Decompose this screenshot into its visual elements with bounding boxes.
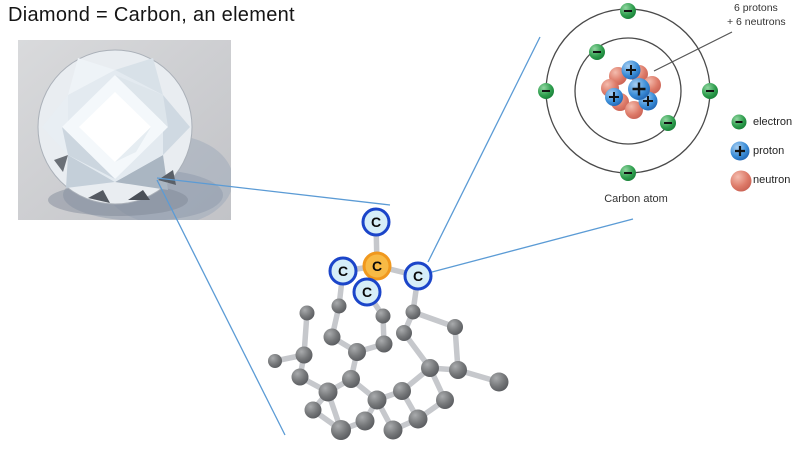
carbon-sphere — [447, 319, 463, 335]
svg-text:C: C — [362, 284, 372, 300]
svg-text:C: C — [372, 258, 382, 274]
carbon-sphere — [421, 359, 439, 377]
carbon-sphere — [489, 372, 509, 392]
carbon-sphere — [375, 335, 393, 353]
carbon-sphere — [396, 325, 412, 341]
carbon-sphere — [318, 382, 338, 402]
neutron-icon — [730, 170, 752, 192]
carbon-sphere — [295, 346, 313, 364]
carbon-sphere — [367, 390, 387, 410]
carbon-sphere — [408, 409, 428, 429]
photo-callout-line-upper — [156, 177, 391, 206]
annotation-pointer-line — [653, 31, 733, 72]
legend-proton-label: proton — [753, 145, 785, 157]
labelled-carbon-atoms: C C C C C — [328, 207, 433, 307]
electron-icon — [589, 44, 605, 60]
carbon-label-right: C — [403, 261, 433, 291]
carbon-sphere — [383, 420, 403, 440]
electron-icon — [702, 83, 718, 99]
lattice-spheres — [268, 298, 509, 440]
photo-callout-line-lower — [156, 179, 286, 436]
carbon-sphere — [268, 354, 282, 368]
electron-icon — [538, 83, 554, 99]
diamond-photo — [18, 40, 233, 225]
electron-orbit-inner — [574, 37, 682, 145]
annotation-protons: 6 protons — [734, 2, 778, 14]
carbon-sphere — [355, 411, 375, 431]
electron-icon — [620, 3, 636, 19]
page-title: Diamond = Carbon, an element — [8, 4, 295, 26]
electron-icon — [660, 115, 676, 131]
legend-neutron-label: neutron — [753, 174, 791, 186]
carbon-atom-diagram — [538, 3, 752, 192]
nucleus — [601, 60, 661, 119]
carbon-sphere — [405, 304, 421, 320]
electron-icon — [620, 165, 636, 181]
carbon-sphere — [304, 401, 322, 419]
carbon-label-center-highlight: C — [362, 251, 392, 281]
legend-electron-label: electron — [753, 116, 793, 128]
svg-text:C: C — [338, 263, 348, 279]
electron-orbit-outer — [545, 8, 711, 174]
carbon-sphere — [393, 382, 411, 400]
svg-text:C: C — [413, 268, 423, 284]
carbon-sphere — [331, 420, 351, 440]
carbon-label-top: C — [361, 207, 391, 237]
diamond-lattice: C C C C C — [268, 207, 509, 440]
carbon-sphere — [291, 368, 309, 386]
carbon-sphere — [375, 308, 391, 324]
proton-icon — [605, 88, 623, 106]
carbon-atom-caption: Carbon atom — [604, 193, 668, 205]
svg-text:C: C — [371, 214, 381, 230]
carbon-sphere — [342, 370, 360, 388]
proton-icon — [628, 78, 650, 100]
atom-callout-line-lower — [431, 218, 634, 273]
carbon-sphere — [436, 391, 454, 409]
annotation-neutrons: + 6 neutrons — [727, 16, 786, 28]
proton-icon — [730, 141, 750, 161]
diamond-gem — [37, 49, 193, 205]
carbon-sphere — [449, 361, 467, 379]
diamond-image — [18, 40, 233, 225]
carbon-sphere — [323, 328, 341, 346]
electron-icon — [731, 114, 747, 130]
carbon-sphere — [331, 298, 347, 314]
callout-lines — [156, 36, 634, 436]
proton-icon — [621, 60, 641, 80]
carbon-sphere — [299, 305, 315, 321]
carbon-label-left: C — [328, 256, 358, 286]
atom-callout-line-upper — [427, 36, 541, 263]
carbon-sphere — [348, 343, 366, 361]
lattice-bonds — [272, 219, 502, 433]
neutron-icon — [625, 101, 643, 119]
carbon-label-front: C — [352, 277, 382, 307]
legend-icons — [730, 114, 752, 192]
orbit-electrons — [538, 3, 718, 181]
